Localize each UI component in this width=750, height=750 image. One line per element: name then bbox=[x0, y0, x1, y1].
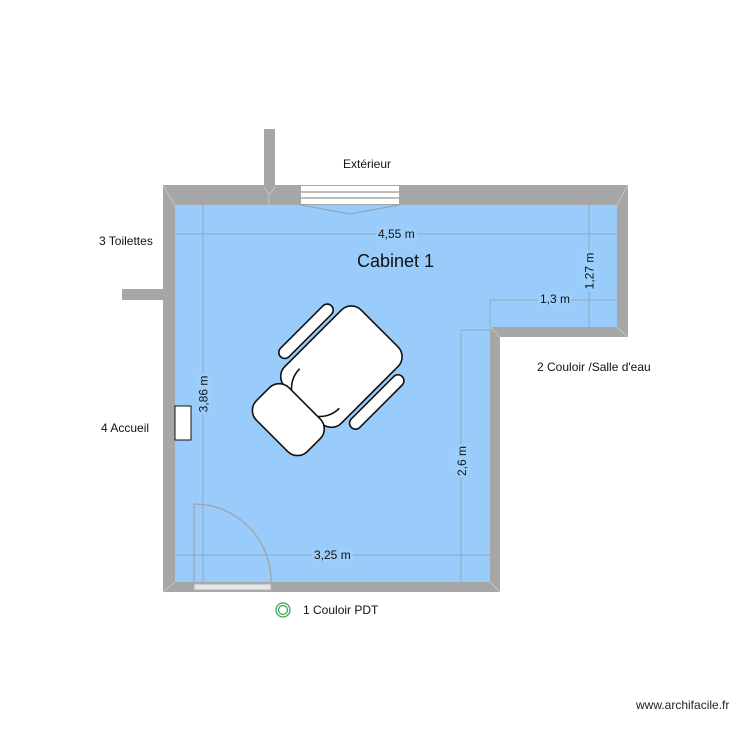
wall-bevels bbox=[162, 184, 629, 593]
label-toilettes: 3 Toilettes bbox=[99, 234, 153, 248]
watermark-link[interactable]: www.archifacile.fr bbox=[636, 698, 730, 712]
label-couloir-pdt: 1 Couloir PDT bbox=[303, 603, 379, 617]
room-marker-icon[interactable] bbox=[275, 602, 291, 618]
wall-cabinet[interactable] bbox=[174, 405, 192, 441]
dimension-notch-width: 1,3 m bbox=[538, 292, 573, 306]
dimension-notch-height: 1,27 m bbox=[582, 250, 597, 292]
room-floor[interactable] bbox=[175, 205, 617, 582]
dimension-bottom-width: 3,25 m bbox=[312, 548, 353, 562]
window-top[interactable] bbox=[300, 186, 400, 215]
label-couloir-salle-eau: 2 Couloir /Salle d'eau bbox=[537, 360, 651, 374]
dimension-left-height: 3,86 m bbox=[196, 373, 211, 415]
dimension-top-width: 4,55 m bbox=[376, 227, 417, 241]
wall-stub-left bbox=[122, 289, 165, 300]
label-exterieur: Extérieur bbox=[343, 157, 392, 171]
door-bottom[interactable] bbox=[193, 503, 272, 591]
dimension-inner-right-height: 2,6 m bbox=[455, 443, 470, 479]
label-accueil: 4 Accueil bbox=[101, 421, 150, 435]
examination-chair[interactable] bbox=[232, 289, 419, 476]
room-title[interactable]: Cabinet 1 bbox=[357, 251, 435, 271]
wall-stub-top bbox=[264, 129, 275, 187]
